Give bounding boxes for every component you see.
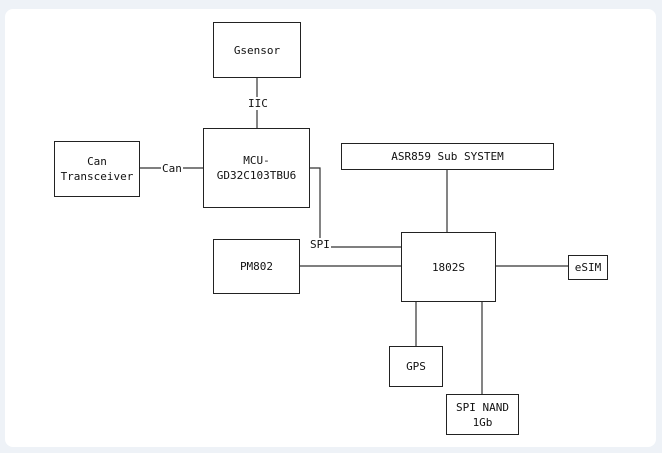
gsensor-block: Gsensor — [213, 22, 301, 78]
spi-link-line — [310, 167, 401, 248]
pm802-block: PM802 — [213, 239, 300, 294]
asr-subsystem-label: ASR859 Sub SYSTEM — [391, 150, 504, 163]
esim-label: eSIM — [574, 261, 602, 274]
mcu-block: MCU- GD32C103TBU6 — [203, 128, 310, 208]
spi-nand-block: SPI NAND 1Gb — [446, 394, 519, 435]
can-transceiver-label-line2: Transceiver — [60, 170, 134, 183]
iic-label: IIC — [247, 97, 269, 110]
asr-subsystem-block: ASR859 Sub SYSTEM — [341, 143, 554, 170]
soc-1802s-label: 1802S — [431, 260, 466, 274]
gps-label: GPS — [406, 360, 426, 373]
diagram-canvas — [5, 9, 656, 447]
can-label: Can — [161, 162, 183, 175]
mcu-label-line2: GD32C103TBU6 — [216, 169, 297, 182]
mcu-label-line1: MCU- — [243, 154, 270, 167]
can-transceiver-label-line1: Can — [87, 155, 107, 168]
esim-block: eSIM — [568, 255, 608, 280]
gps-block: GPS — [389, 346, 443, 387]
soc-1802s-block: 1802S — [401, 232, 496, 302]
gsensor-label: Gsensor — [233, 43, 281, 57]
can-transceiver-block: Can Transceiver — [54, 141, 140, 197]
pm802-label: PM802 — [239, 260, 274, 273]
spi-nand-label-line2: 1Gb — [472, 415, 493, 429]
spi-label: SPI — [309, 238, 331, 251]
spi-nand-label-line1: SPI NAND — [456, 400, 509, 414]
